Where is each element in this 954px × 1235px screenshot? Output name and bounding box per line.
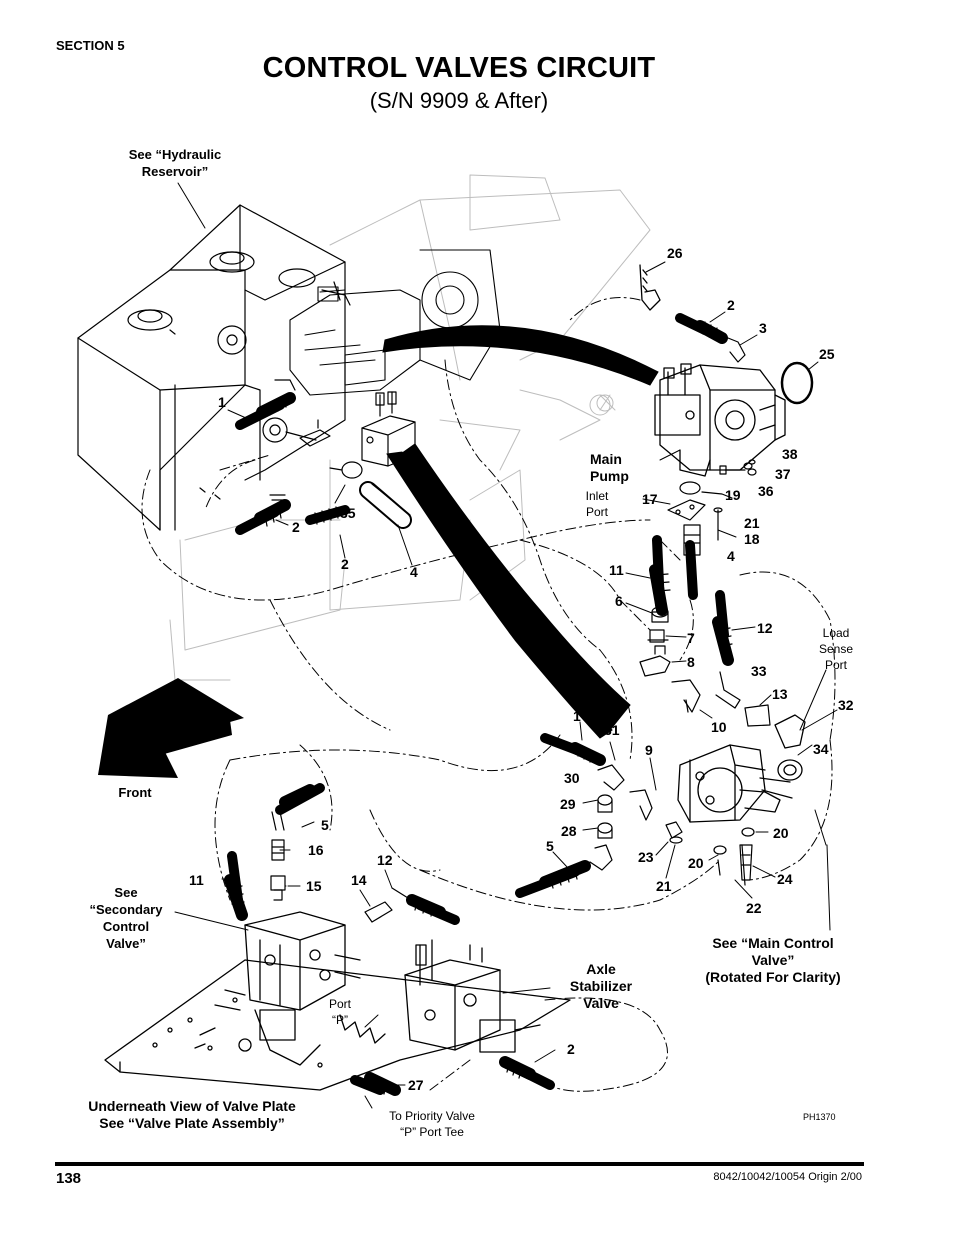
part-number: 18: [744, 531, 760, 547]
part-number: 15: [306, 878, 322, 894]
see-main-control-note: See “Main Control Valve” (Rotated For Cl…: [705, 935, 841, 985]
main-control-valve-drawing: [677, 714, 806, 823]
part-number: 7: [687, 630, 695, 646]
part-number: 3: [759, 320, 767, 336]
chassis-pump-drawing: [289, 249, 501, 396]
part-number: 16: [308, 842, 324, 858]
part-number: 38: [782, 446, 798, 462]
section-label: SECTION 5: [56, 38, 125, 53]
part-number: 12: [757, 620, 773, 636]
front-arrow-icon: [98, 678, 244, 778]
part-number: 34: [813, 741, 829, 757]
part-number: 35: [340, 505, 356, 521]
part-number: 31: [604, 722, 620, 738]
part-number: 29: [560, 796, 576, 812]
reservoir-drawing: [77, 204, 346, 531]
port-p-label: Port “P”: [328, 997, 351, 1027]
part-number: 24: [777, 871, 793, 887]
part-number: 21: [656, 878, 672, 894]
part-number: 9: [645, 742, 653, 758]
part-number: 4: [727, 548, 735, 564]
figure-id: PH1370: [803, 1112, 836, 1122]
leader-lines: [174, 182, 838, 1109]
underneath-view-note: Underneath View of Valve Plate See “Valv…: [88, 1098, 296, 1131]
part-number: 20: [773, 825, 789, 841]
part-number: 28: [561, 823, 577, 839]
page-title: CONTROL VALVES CIRCUIT: [262, 52, 656, 84]
part-number: 11: [609, 562, 624, 578]
part-number: 17: [642, 491, 658, 507]
part-number: 1: [573, 708, 581, 724]
part-number: 23: [638, 849, 654, 865]
load-sense-port-label: Load Sense Port: [818, 626, 854, 672]
main-pump-label: Main Pump: [590, 451, 629, 484]
part-number: 2: [292, 519, 300, 535]
part-number: 2: [727, 297, 735, 313]
footer-rule: [55, 1162, 864, 1166]
hose-4-drawing: [359, 481, 412, 529]
part-number: 6: [615, 593, 623, 609]
part-number: 37: [775, 466, 791, 482]
to-priority-valve-note: To Priority Valve “P” Port Tee: [389, 1109, 475, 1139]
hose-2-drawing: [235, 499, 350, 535]
part-number: 20: [688, 855, 704, 871]
part-number: 14: [351, 872, 367, 888]
part-number: 26: [667, 245, 683, 261]
part-number: 36: [758, 483, 774, 499]
part-number: 8: [687, 654, 695, 670]
part-number: 2: [567, 1041, 575, 1057]
o-ring-25: [780, 361, 814, 405]
main-pump-drawing: [654, 363, 786, 477]
part-number: 22: [746, 900, 762, 916]
part-number: 11: [189, 872, 204, 888]
part-number: 5: [321, 817, 329, 833]
see-reservoir-note: See “Hydraulic Reservoir”: [128, 147, 222, 179]
routing-lines: [141, 297, 836, 1092]
part-number: 1: [218, 394, 226, 410]
part-number: 12: [377, 852, 393, 868]
part-number: 33: [751, 663, 767, 679]
part-number: 5: [546, 838, 554, 854]
part-number: 30: [564, 770, 580, 786]
front-label: Front: [118, 785, 152, 800]
page-number: 138: [56, 1170, 82, 1187]
main-hoses-dark: [382, 325, 659, 739]
axle-stabilizer-label: Axle Stabilizer Valve: [569, 961, 633, 1011]
part-number: 19: [725, 487, 741, 503]
part-number: 27: [408, 1077, 424, 1093]
part-number: 21: [744, 515, 760, 531]
valve-plate-drawing: [104, 959, 571, 1091]
document-origin: 8042/10042/10054 Origin 2/00: [713, 1171, 862, 1183]
axle-stabilizer-valve-drawing: [404, 939, 541, 1053]
hose-1-drawing: [235, 392, 296, 430]
see-secondary-note: See “Secondary Control Valve”: [89, 885, 163, 951]
secondary-control-valve-drawing: [214, 911, 361, 1066]
inlet-port-label: Inlet Port: [585, 489, 609, 519]
part-number: 2: [341, 556, 349, 572]
part-number: 32: [838, 697, 854, 713]
part-number: 4: [410, 564, 418, 580]
part-number: 10: [711, 719, 727, 735]
part-number: 13: [772, 686, 788, 702]
page-subtitle: (S/N 9909 & After): [369, 88, 549, 113]
part-number: 25: [819, 346, 835, 362]
